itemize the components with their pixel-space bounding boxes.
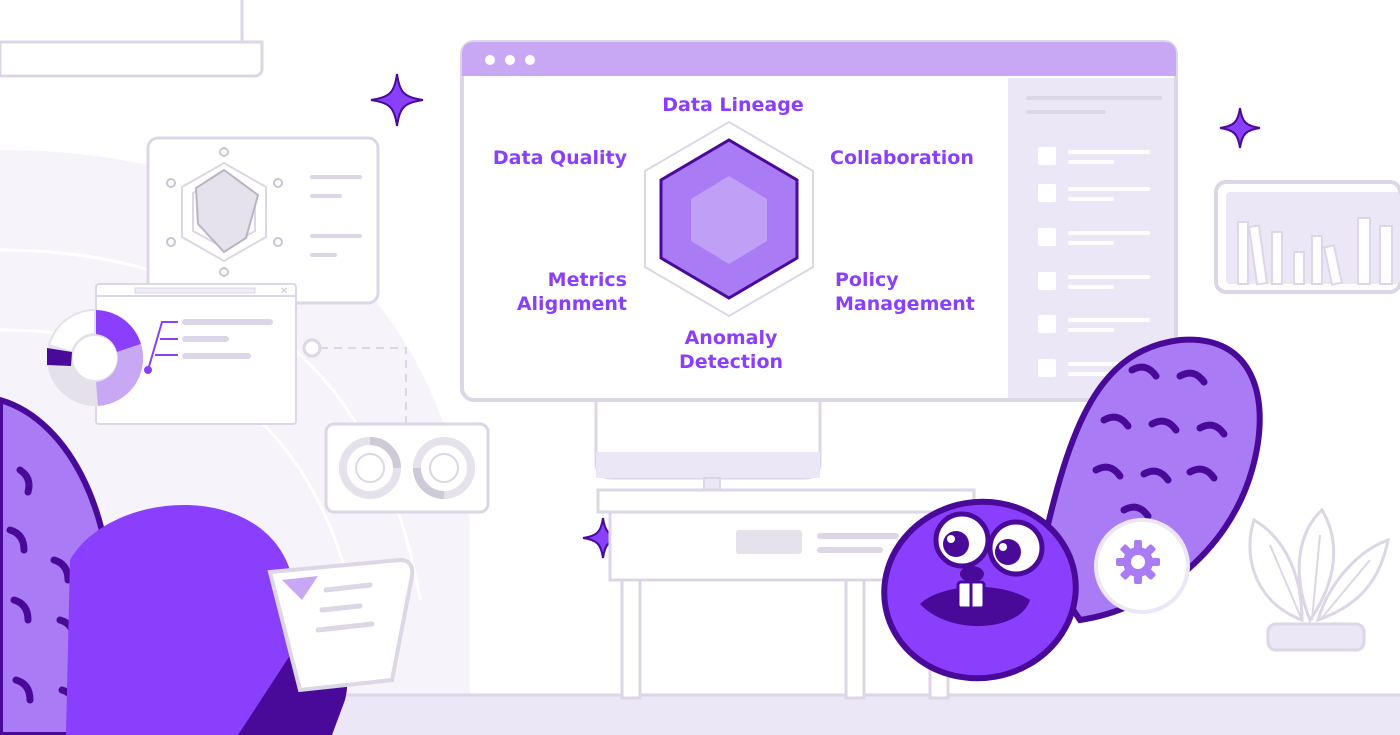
sparkle-icon [370,73,424,127]
checkbox-icon [1038,359,1056,377]
beaver-head [881,498,1079,682]
mini-radar-card [146,136,380,305]
beaver-left [0,396,348,735]
monitor-window [460,40,1178,402]
sparkle-icon [1219,107,1261,149]
sidebar-checklist [1038,147,1150,377]
gauge-card [324,422,490,514]
ceiling-lamp [0,0,264,78]
window-dots-icon [485,55,535,65]
bookshelf [1214,180,1400,294]
checkbox-icon [1038,272,1056,290]
radar-label-management: Management [835,293,975,315]
radar-label-data-quality: Data Quality [493,147,628,169]
radar-label-alignment: Alignment [517,293,627,315]
radar-label-policy: Policy [835,269,899,291]
radar-label-metrics: Metrics [548,269,627,291]
connector-node [302,338,322,358]
checkbox-icon [1038,315,1056,333]
donut-chart-icon [47,308,144,406]
checkbox-icon [1038,184,1056,202]
checkbox-icon [1038,147,1056,165]
tablet [267,557,415,693]
radar-label-collaboration: Collaboration [830,147,974,169]
checkbox-icon [1038,228,1056,246]
radar-label-detection: Detection [679,351,783,373]
dashed-connector [320,347,407,424]
monitor-stand [594,396,822,491]
radar-label-data-lineage: Data Lineage [662,94,803,116]
close-icon: ✕ [280,286,288,297]
plant-icon [1248,507,1390,652]
radar-label-anomaly: Anomaly [685,327,778,349]
radar-hexagon [644,120,814,318]
gear-icon [1094,518,1190,614]
donut-chart-window: ✕ [47,283,297,425]
